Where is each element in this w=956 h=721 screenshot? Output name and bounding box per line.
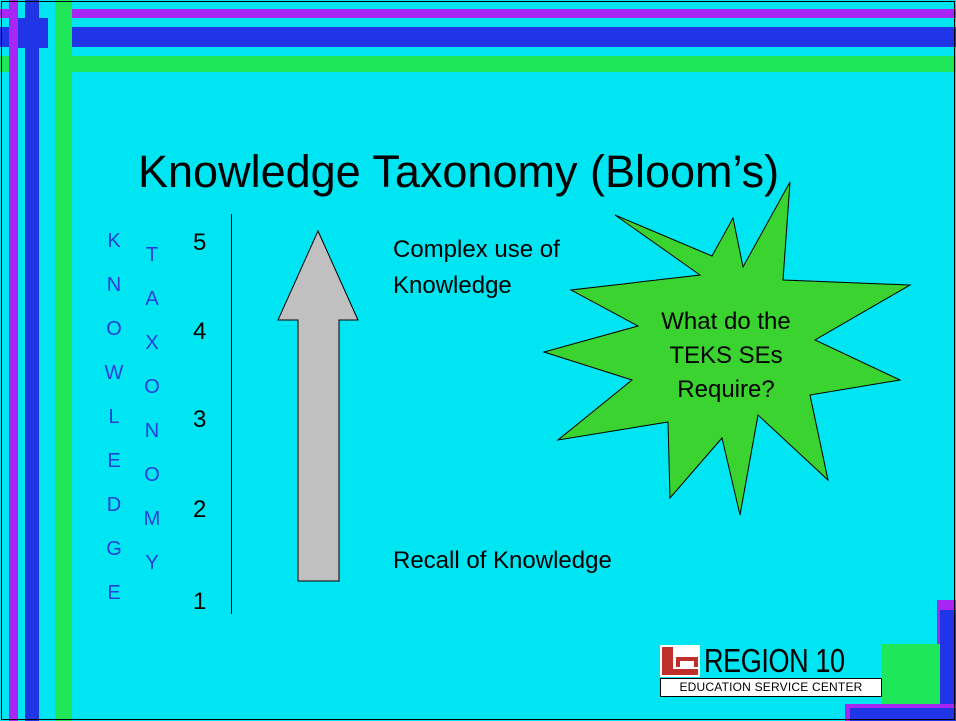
- starburst-icon: [542, 181, 912, 516]
- level-number: 2: [193, 496, 207, 523]
- region-10-logo: REGION 10 EDUCATION SERVICE CENTER: [660, 644, 882, 697]
- logo-region-text: REGION 10: [704, 642, 845, 679]
- taxonomy-letter: X: [145, 332, 159, 354]
- complex-use-text-line2: Knowledge: [393, 272, 512, 299]
- taxonomy-letter: Y: [145, 552, 159, 574]
- logo-subtitle: EDUCATION SERVICE CENTER: [660, 678, 882, 697]
- knowledge-letter: D: [106, 494, 122, 516]
- knowledge-letter: N: [106, 274, 122, 296]
- taxonomy-letter: O: [144, 464, 160, 486]
- knowledge-letter: O: [106, 318, 122, 340]
- taxonomy-letter: O: [144, 376, 160, 398]
- up-arrow-icon: [277, 230, 359, 582]
- taxonomy-letter: A: [145, 288, 159, 310]
- level-number: 5: [193, 229, 207, 256]
- region-logo-mark-icon: [660, 645, 700, 677]
- knowledge-letter: K: [107, 230, 121, 252]
- knowledge-letter: E: [107, 450, 121, 472]
- knowledge-letter: L: [108, 406, 120, 428]
- recall-text: Recall of Knowledge: [393, 547, 612, 574]
- starburst-text-line1: What do the: [661, 308, 791, 335]
- level-number: 1: [193, 588, 207, 615]
- starburst-text-line3: Require?: [677, 376, 775, 403]
- taxonomy-letter: M: [143, 508, 161, 530]
- knowledge-letter: E: [107, 582, 121, 604]
- knowledge-letter: G: [106, 538, 122, 560]
- starburst-text: What do the TEKS SEs Require?: [600, 305, 852, 407]
- logo-top-row: REGION 10: [660, 644, 876, 677]
- knowledge-letter: W: [104, 362, 124, 384]
- complex-use-text-line1: Complex use of: [393, 236, 560, 263]
- level-number: 4: [193, 318, 207, 345]
- slide-title: Knowledge Taxonomy (Bloom’s): [138, 146, 780, 197]
- level-number: 3: [193, 406, 207, 433]
- level-divider-line: [231, 214, 232, 614]
- taxonomy-letter: T: [145, 244, 159, 266]
- starburst-text-line2: TEKS SEs: [669, 342, 783, 369]
- taxonomy-letter: N: [144, 420, 160, 442]
